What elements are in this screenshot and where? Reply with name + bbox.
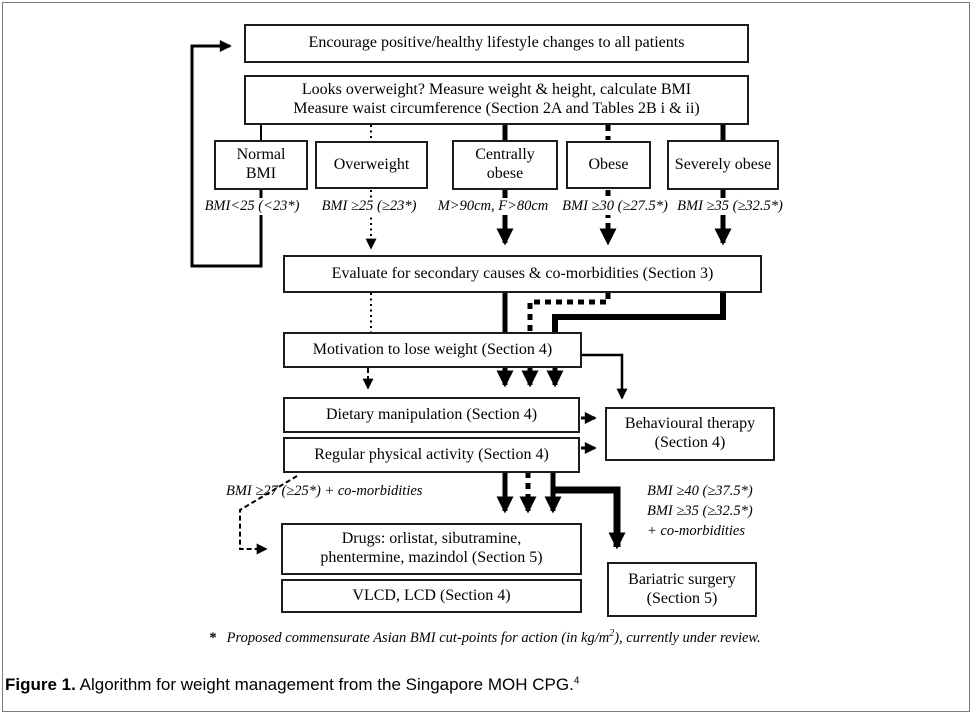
drug-criteria-label: BMI ≥27 (≥25*) + co-morbidities <box>226 483 423 499</box>
criteria-normal-bmi: BMI<25 (<23*) <box>202 198 302 215</box>
box-motivation: Motivation to lose weight (Section 4) <box>283 332 582 368</box>
category-box-severely-obese: Severely obese <box>667 140 779 190</box>
category-severely-obese-label: Severely obese <box>674 155 772 173</box>
figure-footnote: * Proposed commensurate Asian BMI cut-poi… <box>185 628 785 647</box>
box-assessment-line2: Measure waist circumference (Section 2A … <box>293 100 700 117</box>
surgery-criteria-line3: + co-morbidities <box>647 523 745 539</box>
box-vlcd: VLCD, LCD (Section 4) <box>281 579 582 613</box>
surgery-criteria-line2: BMI ≥35 (≥32.5*) <box>647 503 753 519</box>
connector-loop-normal-to-lifestyle <box>190 40 263 268</box>
category-centrally-obese-label: Centrally obese <box>475 146 535 182</box>
box-drugs-line1: Drugs: orlistat, sibutramine, <box>341 530 522 548</box>
category-box-overweight: Overweight <box>315 141 428 189</box>
category-box-normal-bmi: Normal BMI <box>214 140 308 190</box>
box-drugs-line2: phentermine, mazindol (Section 5) <box>320 549 543 566</box>
footnote-text-pre: Proposed commensurate Asian BMI cut-poin… <box>226 629 610 646</box>
connector-motivation-to-behavioural <box>582 353 628 400</box>
category-overweight-label: Overweight <box>333 155 410 173</box>
criteria-obese: BMI ≥30 (≥27.5*) <box>560 198 670 215</box>
box-assessment: Looks overweight? Measure weight & heigh… <box>244 75 749 125</box>
box-behavioural-therapy-label: Behavioural therapy (Section 4) <box>624 415 756 451</box>
criteria-centrally-obese: M>90cm, F>80cm <box>435 198 551 215</box>
category-box-obese: Obese <box>566 141 651 189</box>
box-drugs: Drugs: orlistat, sibutramine, phentermin… <box>281 523 582 575</box>
category-normal-bmi-label: Normal BMI <box>236 146 286 182</box>
box-evaluate: Evaluate for secondary causes & co-morbi… <box>283 255 762 293</box>
box-lifestyle-label: Encourage positive/healthy lifestyle cha… <box>308 34 685 52</box>
box-bariatric-surgery: Bariatric surgery (Section 5) <box>607 562 757 617</box>
caption-figure-label: Figure 1. <box>5 675 76 694</box>
box-dietary: Dietary manipulation (Section 4) <box>283 397 580 433</box>
box-bariatric-surgery-label: Bariatric surgery (Section 5) <box>628 570 736 607</box>
box-vlcd-label: VLCD, LCD (Section 4) <box>352 586 511 604</box>
footnote-superscript: 2 <box>609 628 615 639</box>
caption-reference-superscript: 4 <box>573 675 580 687</box>
category-box-centrally-obese: Centrally obese <box>452 140 558 190</box>
figure-caption: Figure 1. Algorithm for weight managemen… <box>5 675 579 695</box>
box-lifestyle: Encourage positive/healthy lifestyle cha… <box>244 24 749 63</box>
surgery-criteria-line1: BMI ≥40 (≥37.5*) <box>647 483 753 499</box>
box-behavioural-therapy: Behavioural therapy (Section 4) <box>605 407 775 461</box>
footnote-text-post: ), currently under review. <box>614 629 761 646</box>
box-dietary-label: Dietary manipulation (Section 4) <box>325 405 538 423</box>
category-obese-label: Obese <box>588 155 629 173</box>
box-physical-activity: Regular physical activity (Section 4) <box>283 437 580 473</box>
box-motivation-label: Motivation to lose weight (Section 4) <box>312 340 553 358</box>
footnote-asterisk: * <box>209 629 217 646</box>
criteria-severely-obese: BMI ≥35 (≥32.5*) <box>675 198 785 215</box>
box-evaluate-label: Evaluate for secondary causes & co-morbi… <box>331 264 714 282</box>
connector-evaluate-to-motivation-obese-path <box>527 293 611 332</box>
caption-text: Algorithm for weight management from the… <box>75 675 574 694</box>
connector-evaluate-to-motivation-severe-path <box>552 293 726 332</box>
criteria-overweight: BMI ≥25 (≥23*) <box>319 198 419 215</box>
box-assessment-line1: Looks overweight? Measure weight & heigh… <box>301 81 692 99</box>
box-physical-activity-label: Regular physical activity (Section 4) <box>314 445 549 463</box>
connector-to-bariatric-surgery <box>553 486 626 550</box>
connector-drug-criteria-to-drugs <box>239 475 298 555</box>
